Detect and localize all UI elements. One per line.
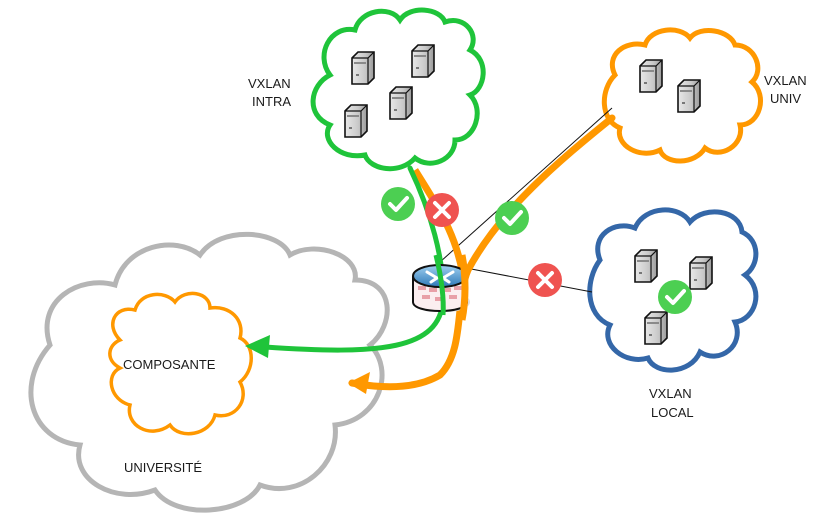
server-icon bbox=[644, 311, 668, 345]
server-icon bbox=[639, 59, 663, 93]
univ-label-line2: UNIV bbox=[770, 91, 801, 106]
composante-cloud bbox=[108, 291, 253, 436]
server-icon bbox=[389, 86, 413, 120]
cross-icon bbox=[526, 261, 564, 299]
local-label-line2: LOCAL bbox=[651, 405, 694, 420]
orange-flow-overlay bbox=[458, 254, 469, 321]
green-arrowhead bbox=[245, 335, 270, 358]
intra-label-line2: INTRA bbox=[252, 94, 291, 109]
check-icon bbox=[493, 199, 531, 237]
server-icon bbox=[689, 256, 713, 290]
green-flow-overlay bbox=[433, 254, 446, 316]
cross-icon bbox=[423, 191, 461, 229]
server-icon bbox=[351, 51, 375, 85]
univ-link-line bbox=[439, 107, 613, 263]
universite-label: UNIVERSITÉ bbox=[124, 460, 202, 475]
check-icon bbox=[379, 185, 417, 223]
intra-label-line1: VXLAN bbox=[248, 76, 291, 91]
orange-arrowhead bbox=[348, 372, 370, 394]
composante-label: COMPOSANTE bbox=[123, 357, 216, 372]
local-label-line1: VXLAN bbox=[649, 386, 692, 401]
server-icon bbox=[634, 249, 658, 283]
server-icon bbox=[344, 104, 368, 138]
server-icon bbox=[411, 44, 435, 78]
check-icon bbox=[656, 278, 694, 316]
univ-label-line1: VXLAN bbox=[764, 73, 807, 88]
server-icon bbox=[677, 79, 701, 113]
